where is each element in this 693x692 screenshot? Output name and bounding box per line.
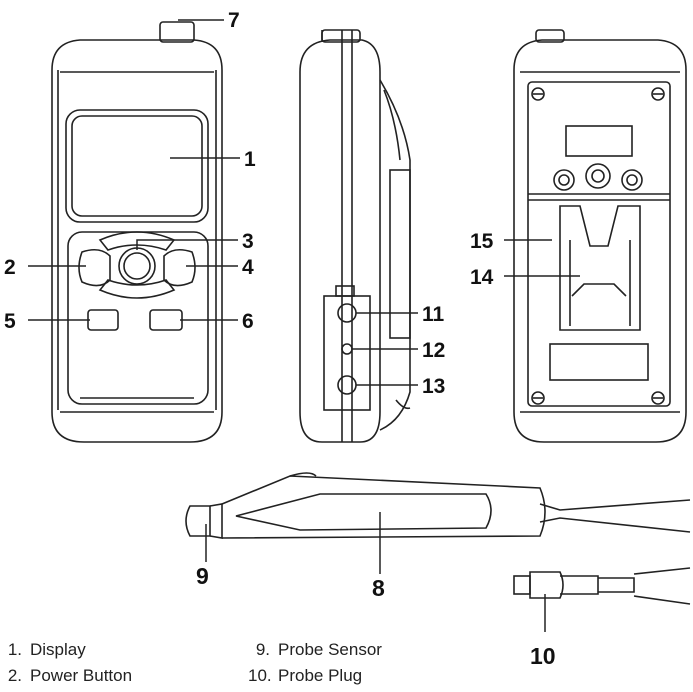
button-6 <box>149 309 183 331</box>
stand <box>559 205 641 331</box>
callout-11: 11 <box>422 303 445 326</box>
callout-4: 4 <box>242 256 254 279</box>
legend-left: 1. Display 2. Power Button <box>0 640 132 692</box>
legend-item: 2. Power Button <box>0 666 132 692</box>
legend-number: 10. <box>248 666 272 685</box>
legend-item: 10. Probe Plug <box>248 666 382 692</box>
callout-3: 3 <box>242 230 254 253</box>
callout-14: 14 <box>470 266 494 289</box>
meter-back-view <box>513 29 687 443</box>
leader-lines <box>28 19 580 632</box>
callout-2: 2 <box>4 256 16 279</box>
meter-diagram: 7 1 3 2 4 5 6 11 12 13 15 14 9 8 10 <box>4 9 691 669</box>
probe <box>185 472 691 539</box>
callout-5: 5 <box>4 310 16 333</box>
callout-15: 15 <box>470 230 494 253</box>
display-window <box>65 109 209 223</box>
callout-1: 1 <box>244 148 256 171</box>
legend-item: 1. Display <box>0 640 132 666</box>
legend-label: Probe Plug <box>278 666 363 685</box>
callout-10: 10 <box>530 643 556 669</box>
callout-13: 13 <box>422 375 445 398</box>
legend-label: Display <box>30 640 86 659</box>
callout-7: 7 <box>228 9 240 32</box>
jack-13 <box>337 375 357 395</box>
legend-item: 9. Probe Sensor <box>248 640 382 666</box>
callout-12: 12 <box>422 339 445 362</box>
legend-label: Probe Sensor <box>278 640 382 659</box>
legend-number: 2. <box>7 666 22 685</box>
jack-12 <box>341 343 353 355</box>
legend-right: 9. Probe Sensor 10. Probe Plug <box>248 640 382 692</box>
callout-9: 9 <box>196 563 209 589</box>
legend-number: 9. <box>255 640 270 659</box>
jack-11 <box>337 303 357 323</box>
legend-number: 1. <box>7 640 22 659</box>
callout-8: 8 <box>372 575 385 601</box>
probe-plug <box>513 567 691 605</box>
meter-side-view <box>299 29 411 443</box>
legend-label: Power Button <box>30 666 133 685</box>
tripod-mount <box>585 163 611 189</box>
callout-6: 6 <box>242 310 254 333</box>
button-5 <box>87 309 119 331</box>
battery-cover <box>527 81 671 407</box>
meter-front-view <box>51 21 223 443</box>
keypad-panel <box>67 231 209 405</box>
